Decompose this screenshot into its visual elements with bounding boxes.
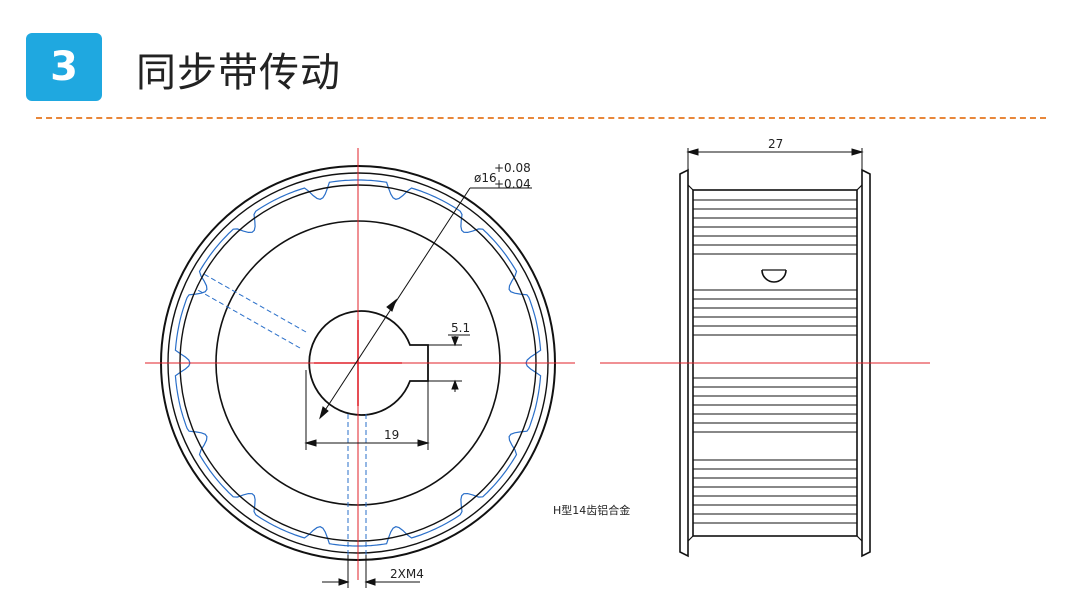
- section-number-badge: 3: [26, 33, 102, 101]
- page-title: 同步带传动: [136, 50, 341, 96]
- header-divider: [36, 117, 1046, 119]
- keyway-depth-dimension: [428, 334, 470, 392]
- keyway-depth-label: 5.1: [451, 321, 470, 335]
- bore-tolerance-upper: +0.08: [494, 161, 531, 175]
- width-dimension: [686, 148, 864, 170]
- section-number: 3: [50, 44, 78, 90]
- bore-with-keyway: [308, 310, 429, 416]
- set-screw-hidden-lines: [195, 272, 367, 555]
- diameter-dimension: [319, 187, 532, 420]
- set-screw-label: 2XM4: [390, 567, 424, 581]
- keyway-width-label: 19: [384, 428, 399, 442]
- keyway-width-dimension: [304, 370, 430, 450]
- set-screw-dimension: [322, 555, 420, 588]
- center-lines: [145, 148, 575, 580]
- side-view: 27: [600, 137, 930, 558]
- right-flange: [861, 168, 871, 558]
- set-screw-hole: [761, 269, 787, 283]
- width-label: 27: [768, 137, 783, 151]
- bore-tolerance-lower: +0.04: [494, 177, 531, 191]
- left-flange: [679, 168, 689, 558]
- pulley-caption: H型14齿铝合金: [553, 503, 630, 517]
- tooth-lines: [693, 199, 857, 524]
- bore-diameter-label: ø16: [474, 171, 497, 185]
- front-view: ø16 +0.08 +0.04 5.1 19: [145, 148, 575, 588]
